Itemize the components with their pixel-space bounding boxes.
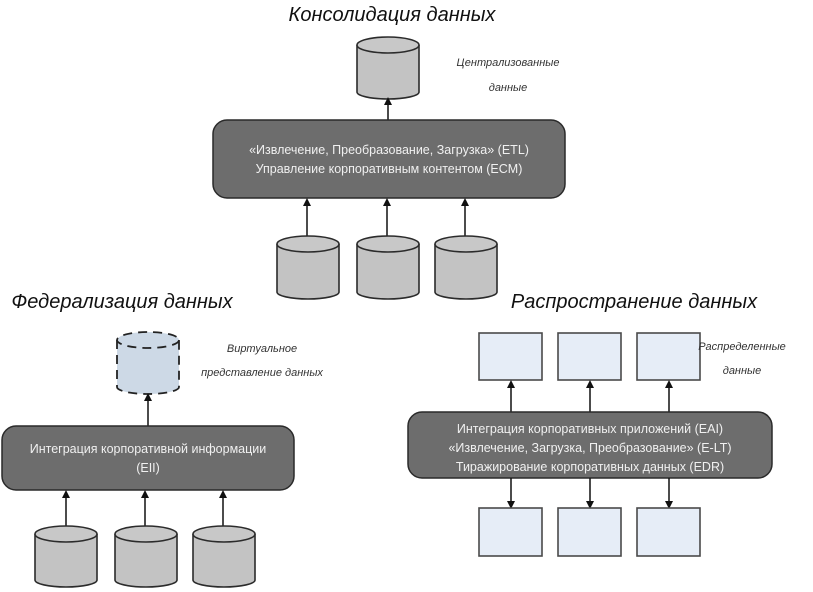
virtual-database-icon <box>116 331 180 395</box>
centralized-data-label-line2: данные <box>489 82 528 94</box>
consolidation-section: Консолидация данных Централизованные дан… <box>212 4 566 300</box>
edr-process-label: Тиражирование корпоративных данных (EDR) <box>456 460 724 474</box>
etl-process-label: «Извлечение, Преобразование, Загрузка» (… <box>249 143 529 157</box>
source-database-icon <box>434 198 498 300</box>
target-data-box <box>557 507 622 557</box>
eii-process-label-line2: (EII) <box>136 461 160 475</box>
centralized-database-icon <box>356 36 420 100</box>
source-database-icon <box>356 198 420 300</box>
distributed-data-label-line1: Распределенные <box>698 341 786 353</box>
distributed-data-label-line2: данные <box>723 365 762 377</box>
consolidation-title: Консолидация данных <box>289 4 497 26</box>
elt-process-label: «Извлечение, Загрузка, Преобразование» (… <box>448 441 731 455</box>
distributed-data-box <box>478 332 543 381</box>
source-database-icon <box>192 490 256 588</box>
virtual-data-label-line2: представление данных <box>201 367 323 379</box>
source-database-icon <box>276 198 340 300</box>
target-data-box <box>636 507 701 557</box>
propagation-title: Распространение данных <box>511 291 758 313</box>
centralized-data-label-line1: Централизованные <box>457 57 560 69</box>
distributed-data-box <box>636 332 701 381</box>
ecm-process-label: Управление корпоративным контентом (ECM) <box>256 162 523 176</box>
source-database-icon <box>114 490 178 588</box>
eii-process-box <box>1 425 295 491</box>
propagation-section: Распространение данных Распределенные да… <box>407 291 786 557</box>
virtual-data-label-line1: Виртуальное <box>227 343 297 355</box>
eai-process-label: Интеграция корпоративных приложений (EAI… <box>457 422 723 436</box>
target-data-box <box>478 507 543 557</box>
federation-title: Федерализация данных <box>11 291 233 313</box>
etl-ecm-process-box <box>212 119 566 199</box>
distributed-data-box <box>557 332 622 381</box>
eii-process-label-line1: Интеграция корпоративной информации <box>30 442 267 456</box>
federation-section: Федерализация данных Виртуальное предста… <box>1 291 323 588</box>
source-database-icon <box>34 490 98 588</box>
